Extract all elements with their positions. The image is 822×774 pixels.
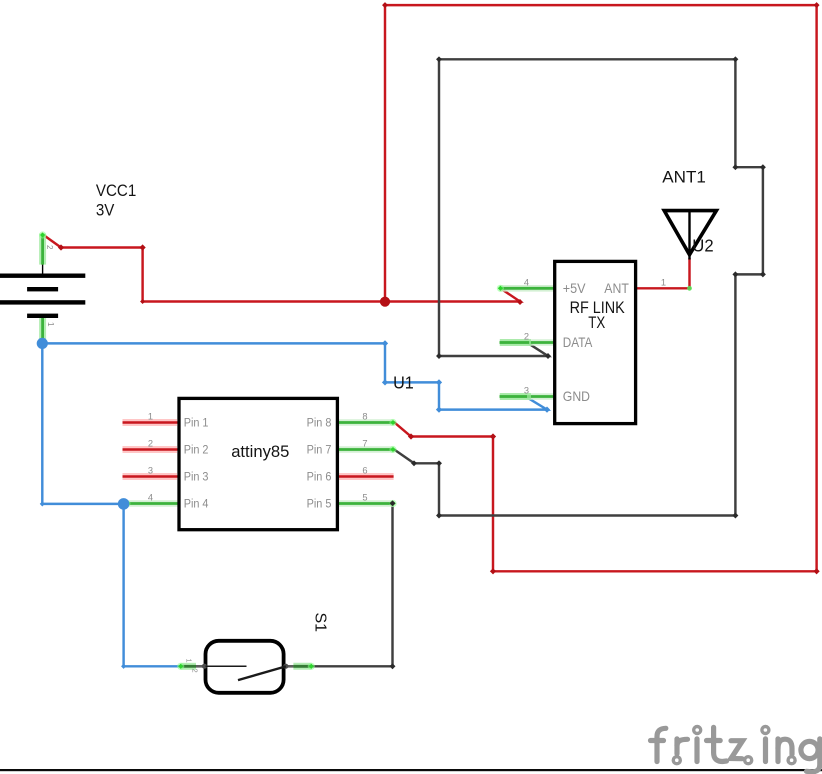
svg-text:GND: GND <box>563 388 590 404</box>
svg-text:U2: U2 <box>692 236 713 256</box>
svg-text:8: 8 <box>362 412 367 422</box>
svg-text:5: 5 <box>362 493 367 503</box>
svg-text:2: 2 <box>524 332 529 342</box>
svg-text:Pin 1: Pin 1 <box>184 415 209 429</box>
svg-text:4: 4 <box>148 493 153 503</box>
svg-text:3: 3 <box>148 466 153 476</box>
svg-text:6: 6 <box>362 466 367 476</box>
svg-text:1: 1 <box>46 322 55 327</box>
svg-text:Pin 2: Pin 2 <box>184 442 209 456</box>
svg-text:3V: 3V <box>96 201 115 220</box>
svg-text:1: 1 <box>185 659 194 663</box>
svg-text:attiny85: attiny85 <box>231 442 289 461</box>
svg-text:S1: S1 <box>312 613 329 633</box>
svg-text:2: 2 <box>191 669 200 673</box>
svg-text:7: 7 <box>362 439 367 449</box>
svg-text:2: 2 <box>148 439 153 449</box>
svg-text:RF LINK: RF LINK <box>570 298 626 317</box>
svg-text:U1: U1 <box>393 373 414 393</box>
svg-text:+5V: +5V <box>563 280 586 296</box>
svg-text:Pin 6: Pin 6 <box>307 469 332 483</box>
svg-text:TX: TX <box>588 313 605 332</box>
svg-text:ANT: ANT <box>604 280 629 296</box>
svg-text:Pin 4: Pin 4 <box>184 496 209 510</box>
svg-text:Pin 3: Pin 3 <box>184 469 209 483</box>
svg-text:Pin 7: Pin 7 <box>307 442 332 456</box>
svg-text:3: 3 <box>524 386 529 396</box>
svg-text:1: 1 <box>148 412 153 422</box>
svg-text:ANT1: ANT1 <box>662 169 706 187</box>
svg-text:Pin 8: Pin 8 <box>307 415 332 429</box>
svg-text:4: 4 <box>524 277 529 287</box>
svg-text:1: 1 <box>661 277 666 287</box>
svg-text:2: 2 <box>45 245 54 250</box>
svg-text:DATA: DATA <box>563 334 593 350</box>
svg-text:Pin 5: Pin 5 <box>307 496 332 510</box>
svg-text:VCC1: VCC1 <box>96 181 136 200</box>
